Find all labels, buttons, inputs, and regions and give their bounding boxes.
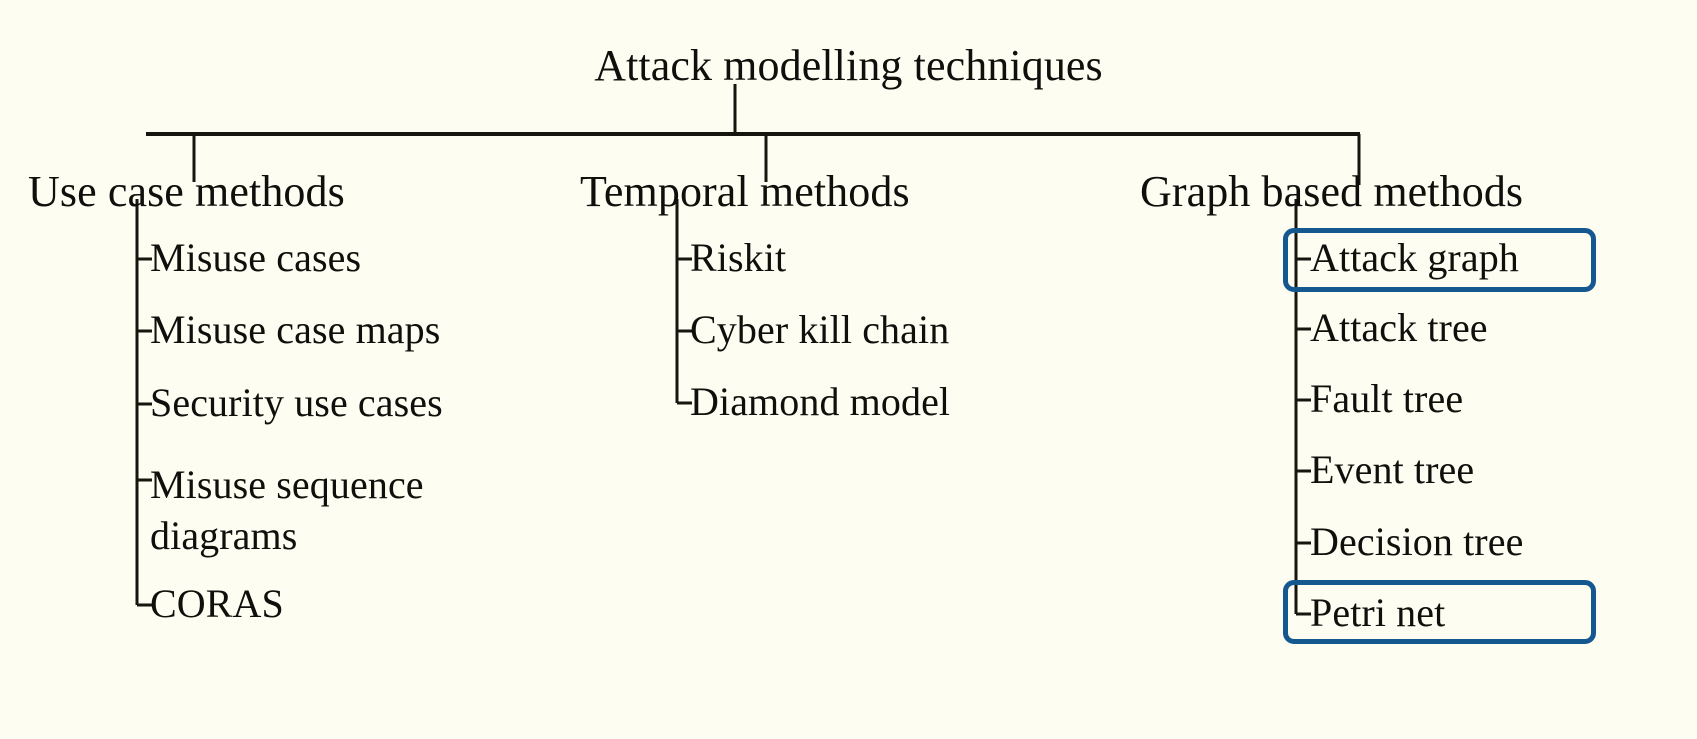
leaf-diamond-model: Diamond model (690, 379, 951, 424)
branch-title-temporal-methods: Temporal methods (580, 167, 910, 216)
leaf-petri-net: Petri net (1310, 590, 1446, 635)
leaf-attack-graph: Attack graph (1310, 235, 1519, 280)
leaf-security-use-cases: Security use cases (150, 380, 443, 425)
leaf-misuse-case-maps: Misuse case maps (150, 307, 441, 352)
leaf-coras: CORAS (150, 581, 284, 626)
leaf-misuse-cases: Misuse cases (150, 235, 362, 280)
leaf-misuse-sequence-diagrams: Misuse sequence diagrams (150, 462, 424, 559)
branch-title-use-case-methods: Use case methods (28, 167, 345, 216)
highlight-box-petri-net (1283, 580, 1596, 644)
leaf-attack-tree: Attack tree (1310, 305, 1488, 350)
leaf-riskit: Riskit (690, 235, 787, 280)
leaf-event-tree: Event tree (1310, 447, 1475, 492)
branch-title-graph-based-methods: Graph based methods (1140, 167, 1524, 216)
highlight-box-attack-graph (1283, 228, 1596, 292)
leaf-cyber-kill-chain: Cyber kill chain (690, 307, 950, 352)
leaf-decision-tree: Decision tree (1310, 519, 1524, 564)
leaf-fault-tree: Fault tree (1310, 376, 1464, 421)
root-title: Attack modelling techniques (594, 41, 1103, 90)
